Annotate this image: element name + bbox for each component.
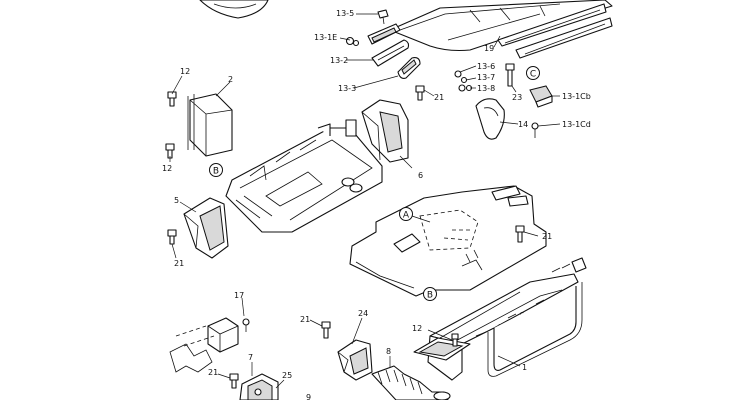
top-cover-fragment — [199, 0, 269, 19]
label-13-7: 13-7 — [477, 73, 495, 82]
svg-text:B: B — [427, 291, 433, 301]
bolt-12-lower — [165, 143, 175, 159]
label-12-top: 12 — [180, 67, 190, 76]
label-9: 9 — [306, 393, 311, 400]
label-2: 2 — [228, 75, 233, 84]
label-13-5: 13-5 — [336, 9, 354, 18]
bracket-5 — [183, 197, 229, 259]
wiring-bracket-17 — [169, 317, 250, 373]
washer-13-1E — [345, 36, 360, 47]
leader-lines — [169, 13, 561, 389]
label-13-2: 13-2 — [330, 56, 348, 65]
screw-13-1Cd — [531, 122, 539, 138]
bracket-2 — [187, 93, 233, 157]
bolt-12-upper — [167, 91, 177, 107]
base-plate-A — [349, 185, 547, 297]
hardware-13-6-7-8 — [454, 70, 473, 92]
label-17: 17 — [234, 291, 244, 300]
label-23: 23 — [512, 93, 522, 102]
label-8: 8 — [386, 347, 391, 356]
label-5: 5 — [174, 196, 179, 205]
label-12-lower: 12 — [412, 324, 422, 333]
label-13-6: 13-6 — [477, 62, 495, 71]
callout-A: A — [399, 207, 413, 221]
label-6: 6 — [418, 171, 423, 180]
clamp-13-3 — [397, 57, 421, 79]
svg-text:A: A — [403, 211, 410, 221]
clamp-13-2 — [371, 39, 410, 67]
bracket-6 — [361, 99, 409, 163]
bolt-21-upper — [415, 85, 425, 101]
label-7: 7 — [248, 353, 253, 362]
grip-14 — [475, 98, 505, 140]
label-21-upper: 21 — [434, 93, 444, 102]
svg-text:C: C — [530, 70, 536, 80]
callout-B-upper: B — [209, 163, 223, 177]
label-21-lower: 21 — [208, 368, 218, 377]
label-21-left: 21 — [174, 259, 184, 268]
bracket-24 — [337, 339, 373, 381]
plate-12 — [413, 333, 471, 361]
bolt-21-mid — [321, 321, 331, 339]
unit-7-25 — [239, 373, 279, 400]
label-21-mid: 21 — [300, 315, 310, 324]
bolt-21-lower-left — [229, 373, 239, 389]
label-13-1Cb: 13-1Cb — [562, 92, 591, 101]
label-21-right: 21 — [542, 232, 552, 241]
label-25: 25 — [282, 371, 292, 380]
bolt-21-right — [515, 225, 525, 243]
label-13-1E: 13-1E — [314, 33, 337, 42]
screw-13-5 — [377, 9, 389, 25]
label-13-3: 13-3 — [338, 84, 356, 93]
svg-text:B: B — [213, 167, 219, 177]
label-24: 24 — [358, 309, 368, 318]
bolt-21-left — [167, 229, 177, 245]
label-13-1Cd: 13-1Cd — [562, 120, 591, 129]
label-19: 19 — [484, 44, 494, 53]
label-13-8: 13-8 — [477, 84, 495, 93]
bolt-23 — [505, 63, 515, 87]
label-14: 14 — [518, 120, 528, 129]
callout-B-lower: B — [423, 287, 437, 301]
connector-13-1Cb — [529, 85, 553, 108]
cable-8 — [371, 365, 451, 400]
clamp-13-1E — [367, 23, 401, 45]
label-12-mid: 12 — [162, 164, 172, 173]
upper-rail-assembly — [389, 0, 613, 59]
callout-C: C — [526, 66, 540, 80]
label-1: 1 — [522, 363, 527, 372]
left-frame — [225, 119, 383, 233]
